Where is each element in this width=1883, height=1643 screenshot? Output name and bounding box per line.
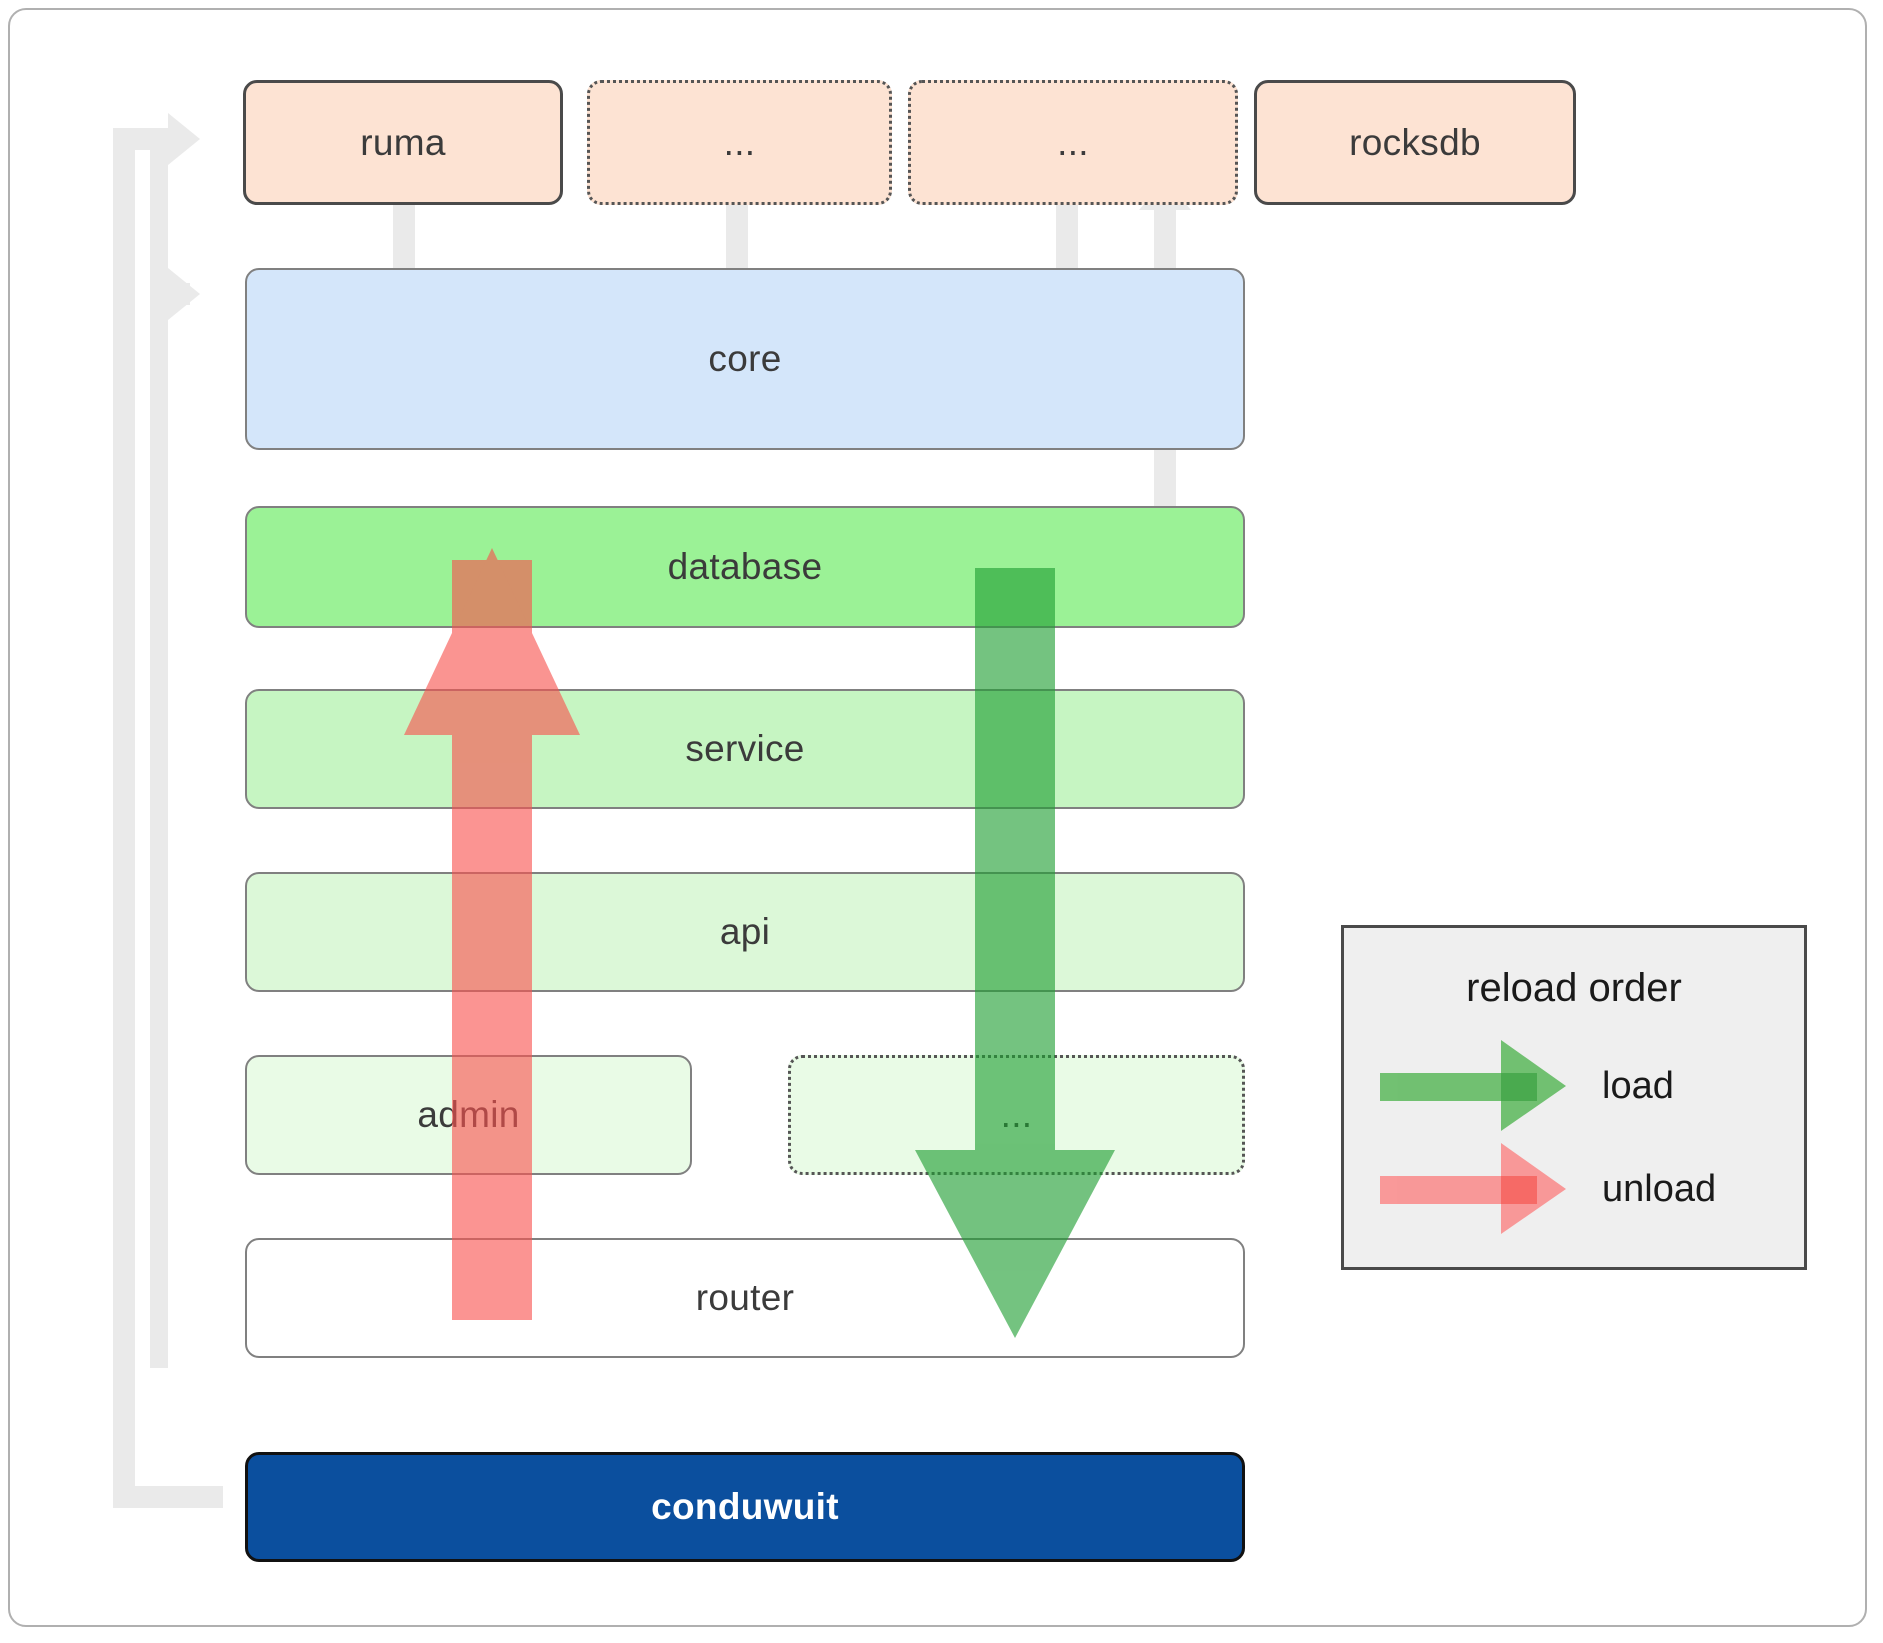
node-admin-label: admin (417, 1094, 520, 1135)
node-api[interactable]: api (245, 872, 1245, 992)
node-core-label: core (708, 338, 782, 379)
node-ellipsis-top-1[interactable]: ... (587, 80, 892, 205)
node-database[interactable]: database (245, 506, 1245, 628)
connector-conduwuit-to-ruma-vertical (113, 128, 135, 1508)
node-ellipsis-mid-label: ... (1000, 1094, 1033, 1135)
connector-core-arrowhead (168, 268, 200, 320)
node-router-label: router (695, 1277, 795, 1318)
node-service[interactable]: service (245, 689, 1245, 809)
connector-core-to-ellipsis1-stem (726, 200, 748, 270)
node-admin[interactable]: admin (245, 1055, 692, 1175)
legend-label-unload: unload (1602, 1168, 1717, 1210)
connector-ruma-arrowhead (168, 113, 200, 165)
node-conduwuit-label: conduwuit (651, 1486, 839, 1527)
legend-arrows (1380, 1040, 1566, 1234)
node-ruma[interactable]: ruma (243, 80, 563, 205)
diagram-frame (8, 8, 1867, 1627)
node-ellipsis-top-2[interactable]: ... (908, 80, 1238, 205)
connector-core-to-ellipsis2-stem (1056, 200, 1078, 270)
legend-unload-arrow (1380, 1143, 1566, 1234)
node-service-label: service (685, 728, 805, 769)
legend-label-load: load (1602, 1065, 1674, 1107)
node-core[interactable]: core (245, 268, 1245, 450)
node-ellipsis-top-1-label: ... (723, 121, 756, 163)
connector-conduwuit-to-ruma-bottom (113, 1486, 223, 1508)
node-rocksdb-label: rocksdb (1349, 121, 1481, 163)
node-ruma-label: ruma (360, 121, 446, 163)
legend-load-arrow (1380, 1040, 1566, 1131)
node-router[interactable]: router (245, 1238, 1245, 1358)
connector-core-vertical (150, 128, 168, 1368)
node-conduwuit[interactable]: conduwuit (245, 1452, 1245, 1562)
node-ellipsis-mid[interactable]: ... (788, 1055, 1245, 1175)
connector-core-to-ruma-stem (393, 200, 415, 270)
node-api-label: api (719, 911, 771, 952)
node-ellipsis-top-2-label: ... (1057, 121, 1089, 163)
legend-panel: reload order load unload (1341, 925, 1807, 1270)
legend-title: reload order (1466, 966, 1682, 1010)
node-database-label: database (667, 546, 823, 587)
node-rocksdb[interactable]: rocksdb (1254, 80, 1576, 205)
